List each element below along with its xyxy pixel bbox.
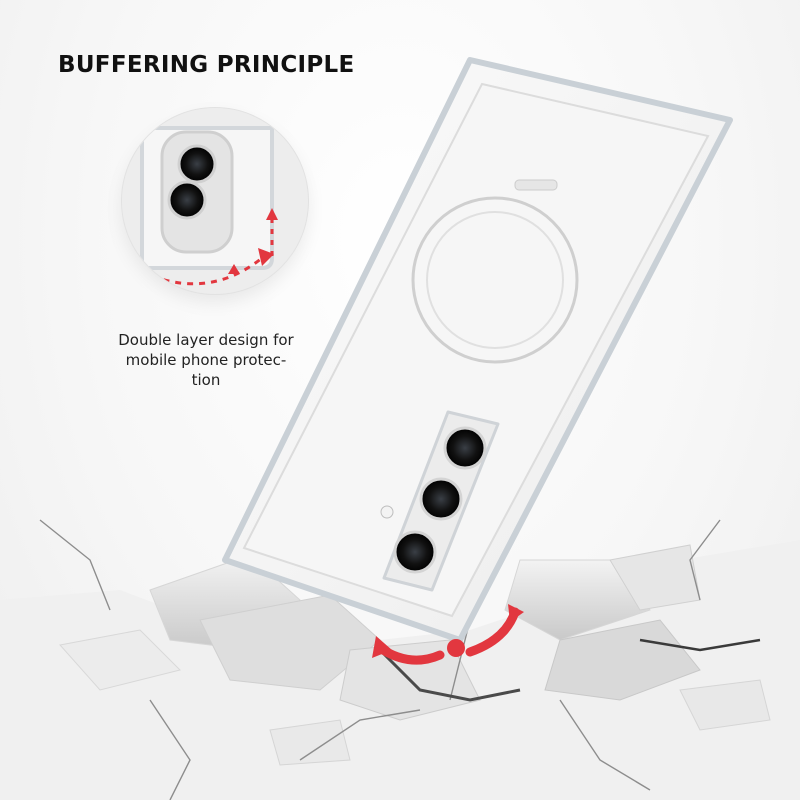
detail-circle [122, 108, 308, 294]
cracked-ground [0, 519, 800, 800]
headline-title: BUFFERING PRINCIPLE [58, 52, 355, 78]
camera-corner-closeup [122, 108, 308, 294]
phone-case [222, 57, 733, 643]
red-dashed-arrow-icon [151, 208, 278, 286]
feature-caption: Double layer design for mobile phone pro… [118, 331, 294, 389]
curved-red-arrow-icon [372, 604, 524, 665]
